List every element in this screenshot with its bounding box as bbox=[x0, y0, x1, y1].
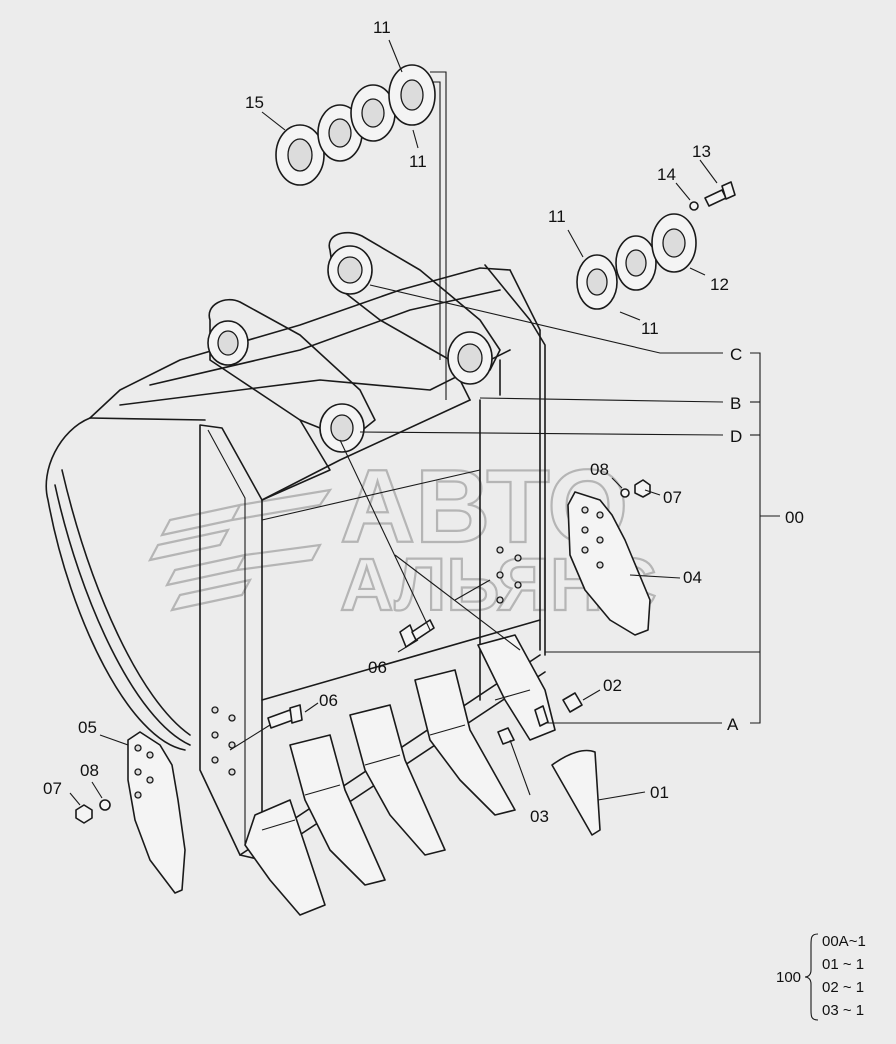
label-B: B bbox=[730, 394, 741, 413]
bolt-06-upper bbox=[399, 619, 435, 648]
tooth-01 bbox=[551, 749, 601, 836]
washer-08-left bbox=[99, 799, 111, 811]
label-07-right: 07 bbox=[663, 488, 682, 507]
washer-08-right bbox=[620, 488, 630, 498]
assembly-number: 100 bbox=[776, 969, 801, 986]
label-13: 13 bbox=[692, 142, 711, 161]
qty-row-2: 01 ~ 1 bbox=[822, 956, 864, 973]
label-04: 04 bbox=[683, 568, 702, 587]
label-14: 14 bbox=[657, 165, 676, 184]
qty-row-1: 00A~1 bbox=[822, 933, 866, 950]
qty-row-3: 02 ~ 1 bbox=[822, 979, 864, 996]
bolt-13 bbox=[704, 181, 736, 207]
label-06-upper: 06 bbox=[368, 658, 387, 677]
label-07-left: 07 bbox=[43, 779, 62, 798]
label-06-lower: 06 bbox=[319, 691, 338, 710]
side-cutter-05 bbox=[127, 731, 186, 894]
label-12: 12 bbox=[710, 275, 729, 294]
label-15: 15 bbox=[245, 93, 264, 112]
label-08-right: 08 bbox=[590, 460, 609, 479]
qty-row-4: 03 ~ 1 bbox=[822, 1002, 864, 1019]
label-11-top: 11 bbox=[373, 18, 391, 37]
label-A: A bbox=[727, 715, 739, 734]
pin-slot bbox=[534, 705, 549, 727]
washer-14 bbox=[689, 201, 699, 211]
shim-group-top bbox=[275, 64, 436, 186]
leader-lines bbox=[69, 39, 780, 806]
label-11-lower: 11 bbox=[641, 319, 659, 338]
label-00: 00 bbox=[785, 508, 804, 527]
side-cutter-04 bbox=[567, 491, 651, 636]
label-01: 01 bbox=[650, 783, 669, 802]
callout-labels: 11 15 11 13 14 11 12 11 C B D 08 07 00 0… bbox=[43, 18, 804, 826]
label-D: D bbox=[730, 427, 742, 446]
nut-07-left bbox=[75, 804, 93, 824]
nut-07-right bbox=[634, 479, 651, 498]
label-03: 03 bbox=[530, 807, 549, 826]
label-05: 05 bbox=[78, 718, 97, 737]
label-C: C bbox=[730, 345, 742, 364]
teeth-row bbox=[244, 634, 556, 916]
label-11-right: 11 bbox=[548, 207, 566, 226]
quantity-table: 100 00A~1 01 ~ 1 02 ~ 1 03 ~ 1 bbox=[776, 933, 866, 1021]
bolt-06-lower bbox=[267, 704, 303, 729]
label-08-left: 08 bbox=[80, 761, 99, 780]
shim-group-right bbox=[576, 213, 697, 310]
pin-02 bbox=[562, 692, 583, 713]
label-11-mid: 11 bbox=[409, 152, 427, 171]
lock-03 bbox=[497, 727, 515, 745]
label-02: 02 bbox=[603, 676, 622, 695]
